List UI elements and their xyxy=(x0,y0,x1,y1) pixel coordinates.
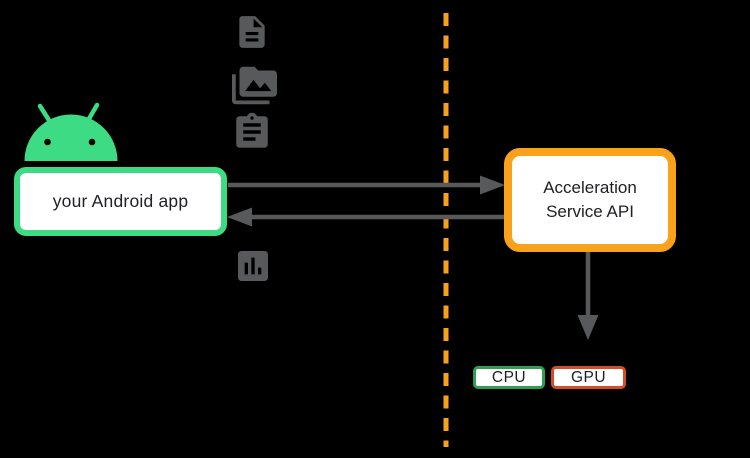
acceleration-service-box: Acceleration Service API xyxy=(504,148,676,252)
acceleration-service-label-line1: Acceleration xyxy=(543,178,637,197)
android-app-box: your Android app xyxy=(14,167,227,236)
android-head-dome xyxy=(24,114,118,161)
android-app-label: your Android app xyxy=(52,191,189,211)
android-eye-right xyxy=(88,138,96,146)
clipboard-task-icon xyxy=(236,112,268,148)
android-antenna-right xyxy=(83,102,100,127)
android-eye-left xyxy=(44,138,51,146)
delegation-arrow xyxy=(577,250,599,340)
gpu-chip-label: GPU xyxy=(570,368,607,386)
bar-chart-icon xyxy=(238,251,268,281)
response-arrow xyxy=(227,207,504,227)
request-arrow xyxy=(228,175,505,195)
gpu-chip: GPU xyxy=(551,366,626,389)
cpu-chip-label: CPU xyxy=(491,368,527,386)
media-library-icon xyxy=(232,66,277,105)
document-file-icon xyxy=(239,16,265,48)
android-robot-icon xyxy=(24,102,118,161)
acceleration-service-label-line2: Service API xyxy=(546,202,634,221)
cpu-chip: CPU xyxy=(473,366,545,389)
android-antenna-left xyxy=(37,103,55,128)
